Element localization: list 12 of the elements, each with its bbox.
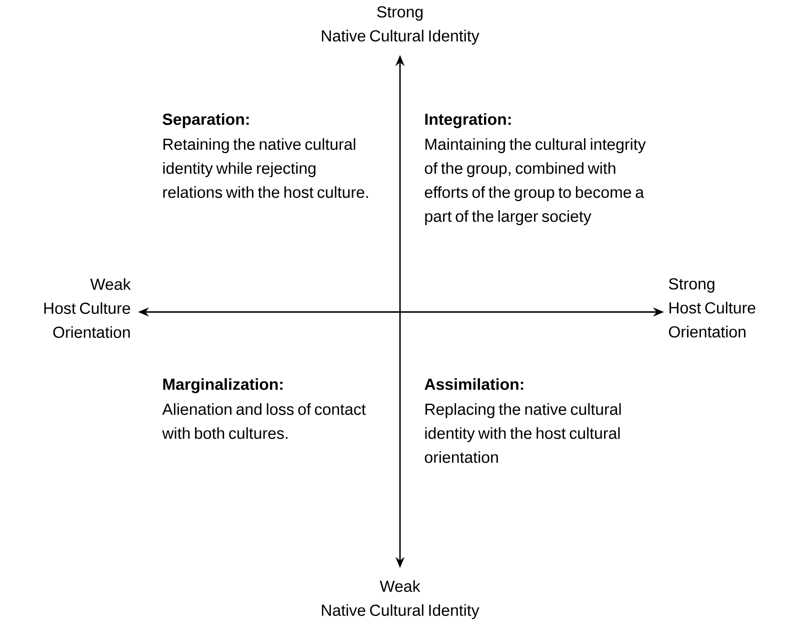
quadrant-heading: Integration: — [425, 113, 511, 128]
quadrant-heading: Separation: — [162, 113, 249, 128]
axis-label: Weak Native Cultural Identity — [322, 580, 480, 620]
quadrant-heading: Marginalization: — [163, 378, 282, 394]
axis-label: Strong Host Culture Orientation — [668, 278, 756, 338]
quadrant-description: Replacing the native cultural identity with the host cultural orientation — [424, 403, 621, 463]
quadrant-description: Maintaining the cultural integrity of the group, combined with efforts of the group to become a part of the larger society — [424, 138, 646, 226]
axis-label: Strong Native Cultural Identity — [322, 6, 480, 45]
quadrant-description: Retaining the native cultural identity while rejecting relations with the host culture. — [163, 138, 368, 198]
quadrant-heading: Assimilation: — [424, 378, 524, 390]
quadrant-description: Alienation and loss of contact with both cultures. — [162, 403, 366, 439]
axis-label: Weak Host Culture Orientation — [44, 278, 131, 338]
